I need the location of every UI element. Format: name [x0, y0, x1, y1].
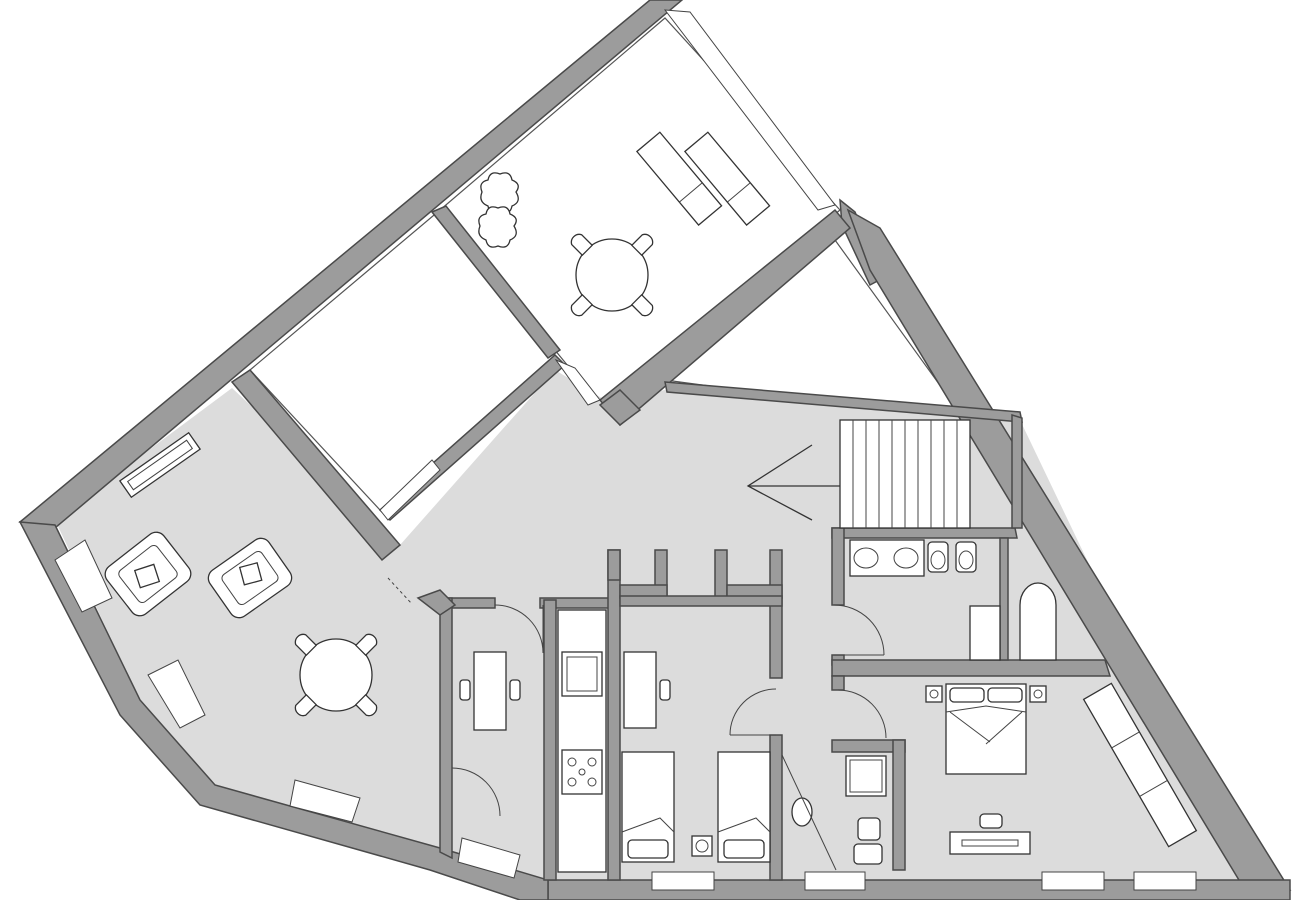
- chair: [294, 633, 318, 657]
- nightstand: [691, 835, 713, 857]
- desk-bedroom: [623, 651, 657, 729]
- terrace-furniture: [478, 131, 771, 317]
- chair: [354, 633, 378, 657]
- terrace-table: [575, 238, 649, 312]
- bidet: [955, 541, 977, 573]
- twin-bedroom-furniture: [621, 651, 777, 863]
- kitchen-sink: [561, 651, 603, 697]
- chair: [630, 233, 654, 257]
- windows: [54, 9, 1197, 891]
- interior-walls: [416, 381, 1112, 881]
- kitchen-furniture: [557, 609, 607, 873]
- master-desk: [949, 831, 1031, 855]
- chair: [354, 693, 378, 717]
- window-west-1: [54, 539, 113, 613]
- chair: [294, 693, 318, 717]
- nightstand-right: [1029, 685, 1047, 703]
- window-courtyard: [379, 459, 441, 521]
- tv-unit: [118, 431, 202, 499]
- window-south-1: [289, 779, 361, 823]
- plant-2: [478, 206, 517, 248]
- main-bathroom-fixtures: [849, 539, 1057, 661]
- kitchen-hob: [561, 749, 603, 795]
- ensuite-toilet: [857, 817, 881, 841]
- bathtub: [1019, 582, 1057, 661]
- bath-step: [969, 605, 1001, 661]
- study-furniture: [451, 604, 544, 817]
- window-west-2: [147, 659, 206, 729]
- double-bed: [945, 683, 1027, 775]
- double-vanity: [849, 539, 925, 577]
- terrace-chairs: [570, 233, 654, 317]
- window-south-4: [804, 871, 866, 891]
- window-south-2: [457, 837, 521, 879]
- chair: [570, 293, 594, 317]
- ensuite-fixtures: [781, 754, 887, 871]
- chair: [630, 293, 654, 317]
- dining-chairs: [294, 633, 378, 717]
- sun-lounger-1: [635, 131, 723, 226]
- chair: [570, 233, 594, 257]
- armchair-right: [207, 537, 293, 619]
- stair-direction-arrow: [746, 444, 840, 521]
- wardrobe: [1082, 682, 1198, 848]
- armchair-left: [104, 531, 192, 617]
- shower: [845, 755, 887, 797]
- window-south-6: [1133, 871, 1197, 891]
- staircase: [839, 413, 1023, 529]
- master-bedroom-furniture: [925, 682, 1198, 855]
- window-terrace: [663, 9, 836, 211]
- nightstand-left: [925, 685, 943, 703]
- single-bed-2: [717, 751, 771, 863]
- ensuite-bidet: [853, 843, 883, 865]
- toilet: [927, 541, 949, 573]
- window-south-5: [1041, 871, 1105, 891]
- kitchen-counter: [557, 609, 607, 873]
- sun-lounger-2: [683, 131, 771, 226]
- hall-doors: [833, 604, 887, 739]
- window-hall: [554, 358, 601, 406]
- desk-study: [473, 651, 507, 731]
- dining-table: [299, 638, 373, 712]
- window-south-3: [651, 871, 715, 891]
- single-bed-1: [621, 751, 675, 863]
- living-room-furniture: [104, 431, 378, 717]
